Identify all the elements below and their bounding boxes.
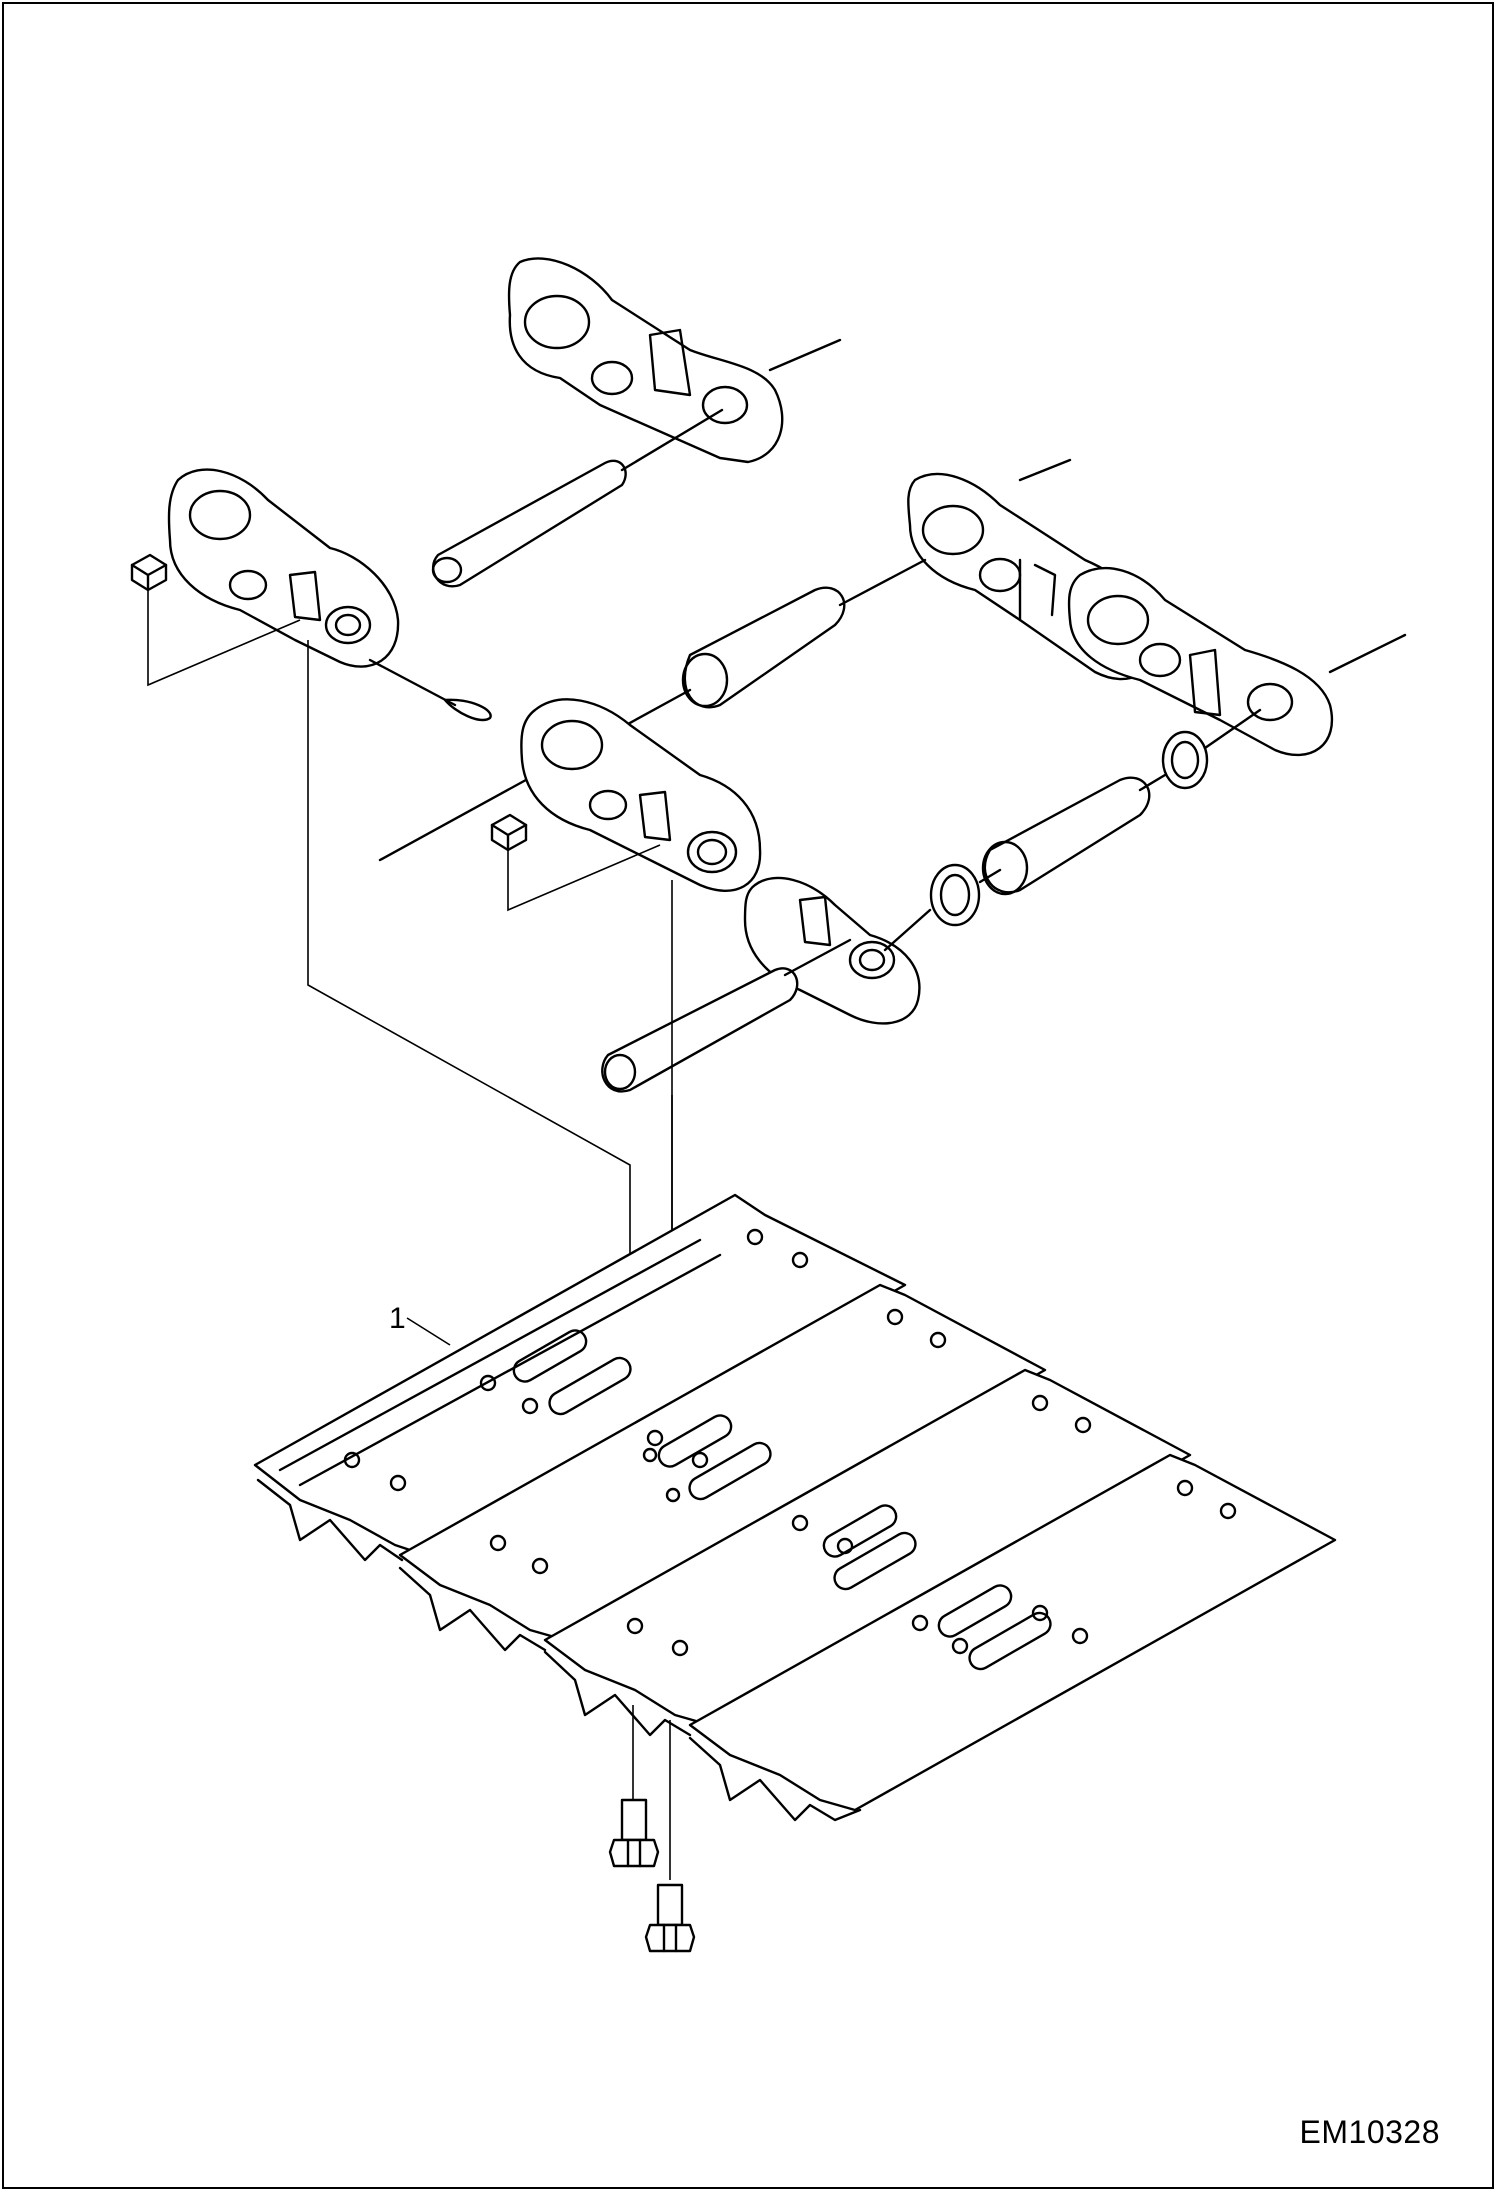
drawing-code: EM10328 bbox=[1299, 2114, 1440, 2150]
track-link-left bbox=[167, 468, 400, 668]
bushing-lower bbox=[981, 776, 1151, 896]
axis-line-lower bbox=[883, 708, 1262, 952]
shoe-bolt-lower bbox=[644, 1883, 696, 1953]
nut-left bbox=[130, 553, 168, 592]
track-pin-upper bbox=[431, 408, 724, 588]
callout-label-1: 1 bbox=[389, 1302, 406, 1335]
seal-ring-upper bbox=[1161, 730, 1209, 790]
track-link-upper-rear bbox=[507, 257, 842, 464]
cotter-pin bbox=[368, 658, 492, 722]
seal-ring-lower bbox=[929, 863, 981, 927]
track-link-right-front bbox=[1067, 567, 1407, 757]
track-shoe-assembly bbox=[253, 1193, 1337, 1822]
nut-middle bbox=[490, 813, 528, 852]
track-link-front-middle bbox=[520, 698, 762, 892]
track-pin-lower bbox=[601, 938, 852, 1093]
shoe-bolt-upper bbox=[608, 1798, 660, 1868]
callout-leader-1 bbox=[406, 1317, 451, 1346]
